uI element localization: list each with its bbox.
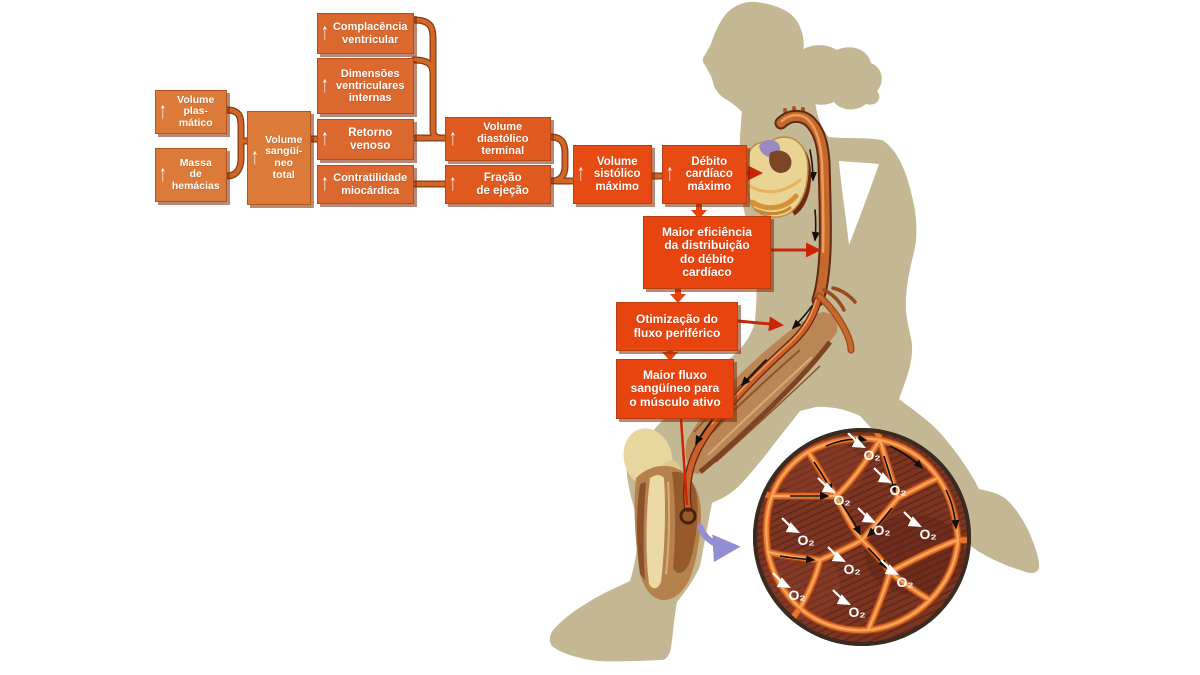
o2-label: O₂	[843, 561, 860, 577]
right-atrium	[769, 150, 792, 173]
box-label: Retorno venoso	[348, 126, 393, 152]
box-otimizacao-fluxo: Otimização do fluxo periférico	[616, 302, 738, 351]
o2-label: O₂	[797, 532, 814, 548]
box-label: Massa de hemácias	[171, 156, 220, 192]
box-label: Maior fluxo sangüíneo para o músculo ati…	[629, 368, 721, 409]
increase-arrow-icon: ↑	[321, 19, 329, 46]
box-label: Volume diastólico terminal	[477, 120, 529, 158]
increase-arrow-icon: ↑	[577, 160, 585, 187]
thigh-muscles	[685, 312, 838, 474]
box-fracao-ejecao: ↑ Fração de ejeção	[445, 165, 551, 204]
o2-label: O₂	[919, 526, 936, 542]
o2-label: O₂	[848, 604, 865, 620]
box-dimensoes: ↑Dimensões ventriculares internas	[317, 58, 414, 114]
increase-arrow-icon: ↑	[159, 97, 167, 125]
increase-arrow-icon: ↑	[159, 160, 167, 188]
box-massa-hemacias: ↑Massa de hemácias	[155, 148, 227, 202]
box-label: Volume sangüí- neo total	[265, 133, 303, 181]
box-debito-cardiaco: ↑ Débito cardíaco máximo	[662, 145, 747, 204]
box-complacencia: ↑Complacência ventricular	[317, 13, 414, 54]
box-label: Dimensões ventriculares internas	[336, 67, 405, 105]
flow-connectors	[223, 16, 667, 188]
capillary-network	[755, 430, 969, 635]
box-maior-eficiencia: Maior eficiência da distribuição do débi…	[643, 216, 771, 289]
increase-arrow-icon: ↑	[321, 71, 329, 99]
heart-illustration	[746, 136, 812, 218]
inset-pointer-arrow	[697, 524, 741, 563]
increase-arrow-icon: ↑	[251, 143, 259, 171]
increase-arrow-icon: ↑	[666, 160, 674, 187]
increase-arrow-icon: ↑	[449, 170, 457, 197]
box-label: Fração de ejeção	[476, 171, 529, 197]
ponytail	[794, 45, 882, 110]
box-label: Débito cardíaco máximo	[685, 155, 733, 193]
box-label: Volume sistólico máximo	[593, 155, 641, 193]
red-pointer-lines	[679, 165, 821, 506]
box-volume-sistolico: ↑ Volume sistólico máximo	[573, 145, 652, 204]
box-label: Complacência ventricular	[332, 21, 408, 46]
box-label: Maior eficiência da distribuição do débi…	[661, 225, 753, 279]
blood-flow-arrows	[695, 149, 820, 446]
box-label: Contratilidade miocárdica	[333, 172, 408, 197]
box-retorno-venoso: ↑ Retorno venoso	[317, 119, 414, 160]
o2-label: O₂	[896, 574, 913, 590]
aorta-artery	[683, 106, 857, 512]
increase-arrow-icon: ↑	[321, 170, 329, 197]
o2-label: O₂	[889, 482, 906, 498]
box-contratilidade: ↑Contratilidade miocárdica	[317, 165, 414, 204]
o2-label: O₂	[833, 492, 850, 508]
box-volume-plasmatico: ↑ Volume plas- mático	[155, 90, 227, 134]
box-label: Otimização do fluxo periférico	[633, 312, 721, 340]
o2-label: O₂	[873, 522, 890, 538]
box-volume-diastolico: ↑ Volume diastólico terminal	[445, 117, 551, 161]
box-volume-sanguineo-total: ↑Volume sangüí- neo total	[247, 111, 311, 205]
increase-arrow-icon: ↑	[449, 124, 457, 152]
box-label: Volume plas- mático	[177, 93, 215, 129]
box-maior-fluxo-musculo: Maior fluxo sangüíneo para o músculo ati…	[616, 359, 734, 419]
o2-diffusion-labels: O₂ O₂ O₂ O₂ O₂ O₂ O₂ O₂ O₂ O₂	[772, 432, 937, 620]
arm-gap	[839, 161, 879, 245]
o2-label: O₂	[863, 447, 880, 463]
sample-point-ring	[679, 507, 697, 525]
capillary-inset: O₂ O₂ O₂ O₂ O₂ O₂ O₂ O₂ O₂ O₂	[753, 428, 971, 646]
o2-label: O₂	[788, 587, 805, 603]
increase-arrow-icon: ↑	[321, 125, 329, 152]
